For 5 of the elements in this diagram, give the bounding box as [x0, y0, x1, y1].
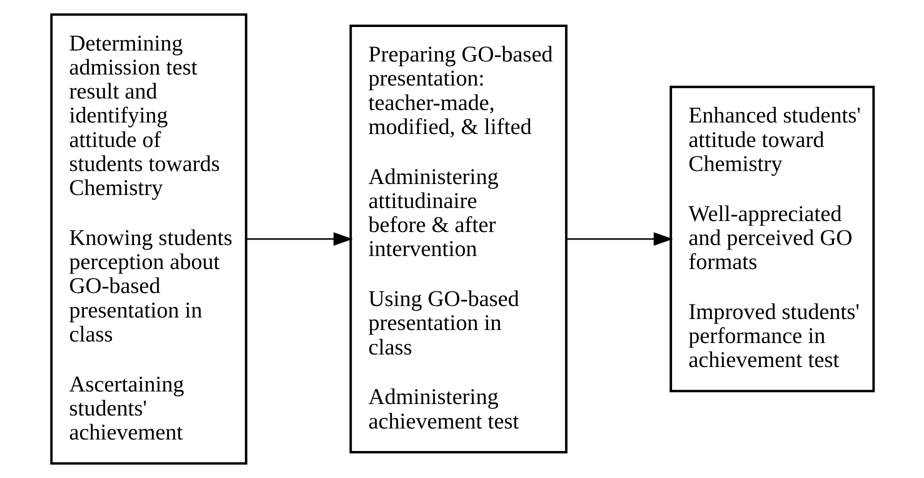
- node-box: Enhanced students' attitude toward Chemistry Well-appreciated and perceived GO formats Improved students' performance in achievement test: [669, 86, 874, 392]
- arrow: [246, 232, 352, 246]
- node-box: Determining admission test result and identifying attitude of students towards Chemistry Knowing students perception about GO-based presentation in class Ascertaining students' achievement: [50, 13, 247, 465]
- arrow: [566, 232, 673, 246]
- node-box: Preparing GO-based presentation: teacher-made, modified, & lifted Administering attitudinaire before & after intervention Using GO-based presentation in class Administering achievement test: [348, 24, 567, 454]
